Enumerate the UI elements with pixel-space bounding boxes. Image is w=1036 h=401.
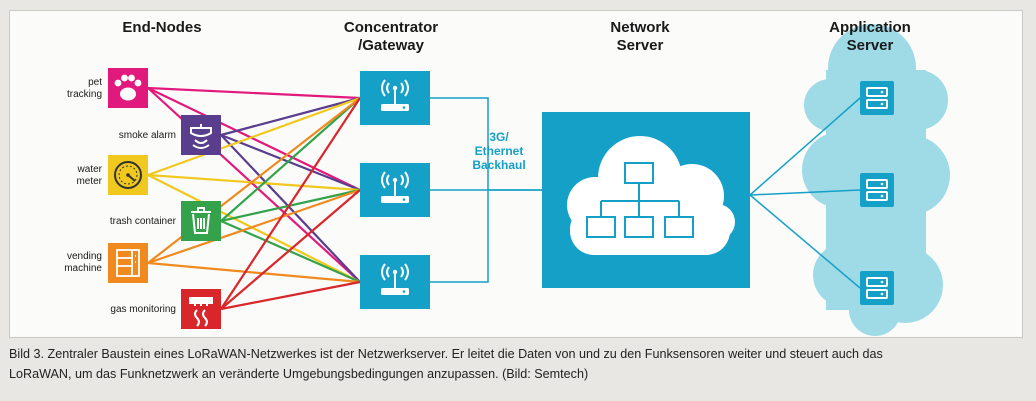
node-label: vending <box>67 251 102 262</box>
node-label: meter <box>76 176 102 187</box>
link-line <box>147 173 361 192</box>
node-label: smoke alarm <box>119 130 176 141</box>
trash-icon <box>191 207 211 234</box>
network-header-line2: Server <box>617 37 664 54</box>
end-node-vending-machine: vending machine <box>64 243 148 283</box>
network-header-line1: Network <box>610 19 670 36</box>
paw-icon <box>114 74 142 101</box>
node-label: machine <box>64 263 102 274</box>
network-hierarchy-icon <box>586 162 694 238</box>
caption-line: LoRaWAN, um das Funknetzwerk an veränder… <box>9 367 589 381</box>
link-line <box>147 188 361 265</box>
link-line <box>220 133 361 192</box>
end-node-smoke-alarm: smoke alarm <box>119 115 221 155</box>
gateway-icon <box>359 254 431 310</box>
end-nodes-header: End-Nodes <box>122 19 201 36</box>
gateway-header-line1: Concentrator <box>344 19 438 36</box>
app-header-line1: Application <box>829 19 911 36</box>
app-header-line2: Server <box>847 37 894 54</box>
node-label: tracking <box>67 89 102 100</box>
backhaul-label-line3: Backhaul <box>472 158 525 172</box>
gateway-icon <box>359 70 431 126</box>
network-app-lines <box>749 97 861 289</box>
network-server <box>542 112 750 288</box>
node-label: water <box>77 164 103 175</box>
link-line <box>147 87 361 191</box>
link-line <box>147 96 361 177</box>
node-label: gas monitoring <box>110 304 176 315</box>
figure-caption: Bild 3. Zentraler Baustein eines LoRaWAN… <box>9 344 1019 384</box>
vending-machine-icon <box>116 249 140 277</box>
gateway-backhaul-lines <box>430 97 542 283</box>
app-cloud <box>802 24 950 336</box>
server-icon <box>859 80 895 116</box>
backhaul-label-line2: Ethernet <box>475 144 524 158</box>
link-line <box>147 261 361 284</box>
gas-detector-icon <box>189 297 213 327</box>
backhaul-label-line1: 3G/ <box>489 130 509 144</box>
meter-gauge-icon <box>114 161 142 189</box>
lorawan-diagram: End-Nodes Concentrator /Gateway Network … <box>64 19 950 336</box>
link-line <box>147 174 361 283</box>
end-node-trash-container: trash container <box>110 201 221 241</box>
caption-line: Bild 3. Zentraler Baustein eines LoRaWAN… <box>9 347 883 361</box>
link-line <box>220 188 361 223</box>
end-node-gas-monitoring: gas monitoring <box>110 289 221 329</box>
link-line <box>220 280 361 311</box>
link-line <box>220 96 361 137</box>
link-line <box>147 97 361 264</box>
end-node-links <box>147 86 361 311</box>
link-line <box>220 219 361 284</box>
link-line <box>147 86 361 100</box>
node-label: trash container <box>110 216 177 227</box>
link-line <box>220 97 361 310</box>
server-icon <box>859 270 895 306</box>
link-line <box>220 134 361 283</box>
link-line <box>220 97 361 222</box>
smoke-alarm-icon <box>190 124 212 149</box>
end-node-pet-tracking: pet tracking <box>67 68 148 108</box>
node-label: pet <box>88 77 102 88</box>
end-node-water-meter: water meter <box>76 155 148 195</box>
gateway-header-line2: /Gateway <box>358 37 425 54</box>
server-icon <box>859 172 895 208</box>
link-line <box>220 189 361 310</box>
gateway-icon <box>359 162 431 218</box>
